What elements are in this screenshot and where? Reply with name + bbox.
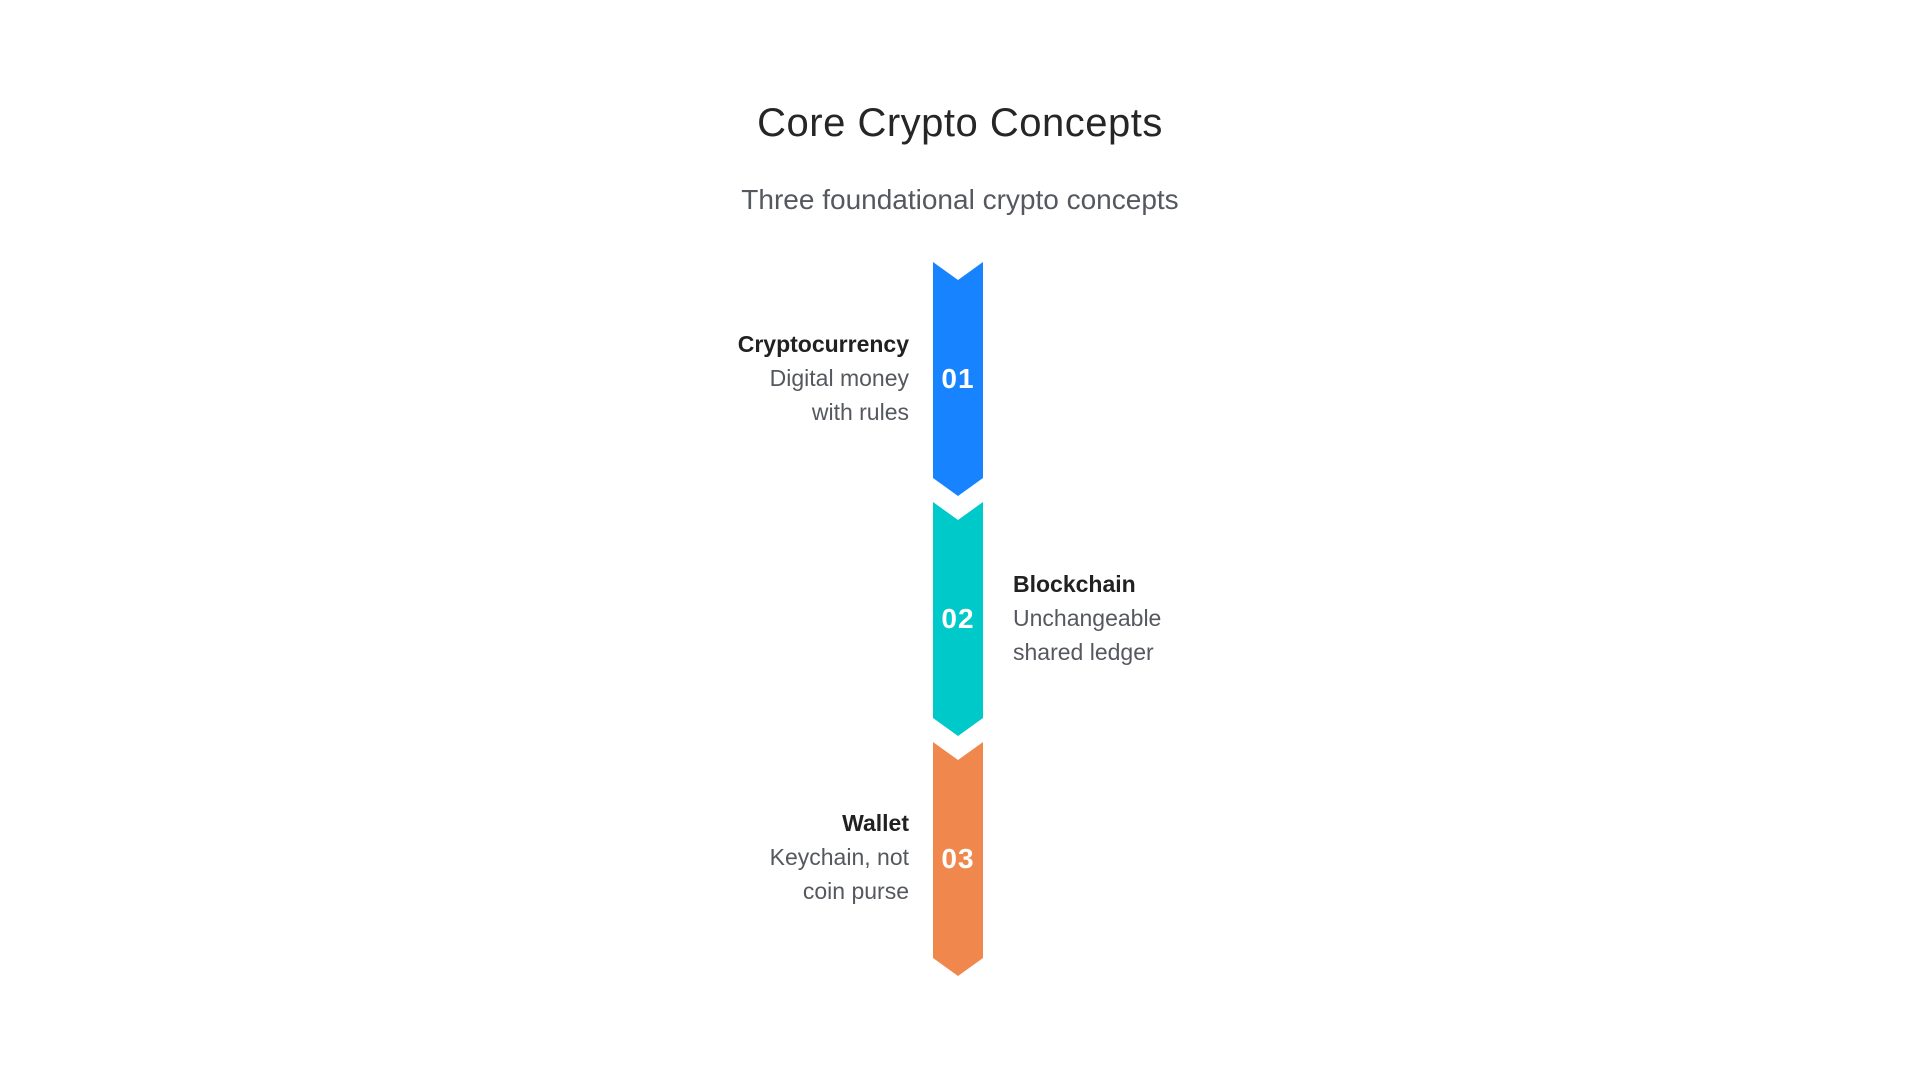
step-description-line: Keychain, not <box>769 844 909 870</box>
step-number: 03 <box>941 843 975 874</box>
step-label: Cryptocurrency <box>737 331 909 357</box>
step-description-line: Digital money <box>769 365 909 391</box>
step-text-block-2: Blockchain Unchangeable shared ledger <box>1013 567 1161 669</box>
chevron-arrow-step-1: 01 <box>933 262 983 496</box>
step-number: 01 <box>941 363 975 394</box>
step-number: 02 <box>941 603 975 634</box>
page-subtitle: Three foundational crypto concepts <box>741 184 1179 215</box>
step-description-line: coin purse <box>802 878 909 904</box>
step-description-line: Unchangeable <box>1013 605 1162 631</box>
step-text-block-3: Wallet Keychain, not coin purse <box>770 806 909 908</box>
step-text-block-1: Cryptocurrency Digital money with rules <box>738 327 909 429</box>
step-description-line: shared ledger <box>1013 639 1154 665</box>
chevron-arrow-step-2: 02 <box>933 502 983 736</box>
page-title: Core Crypto Concepts <box>757 101 1163 145</box>
step-label: Blockchain <box>1013 571 1136 597</box>
step-label: Wallet <box>842 810 909 836</box>
step-description-line: with rules <box>811 399 909 425</box>
chevron-arrow-step-3: 03 <box>933 742 983 976</box>
